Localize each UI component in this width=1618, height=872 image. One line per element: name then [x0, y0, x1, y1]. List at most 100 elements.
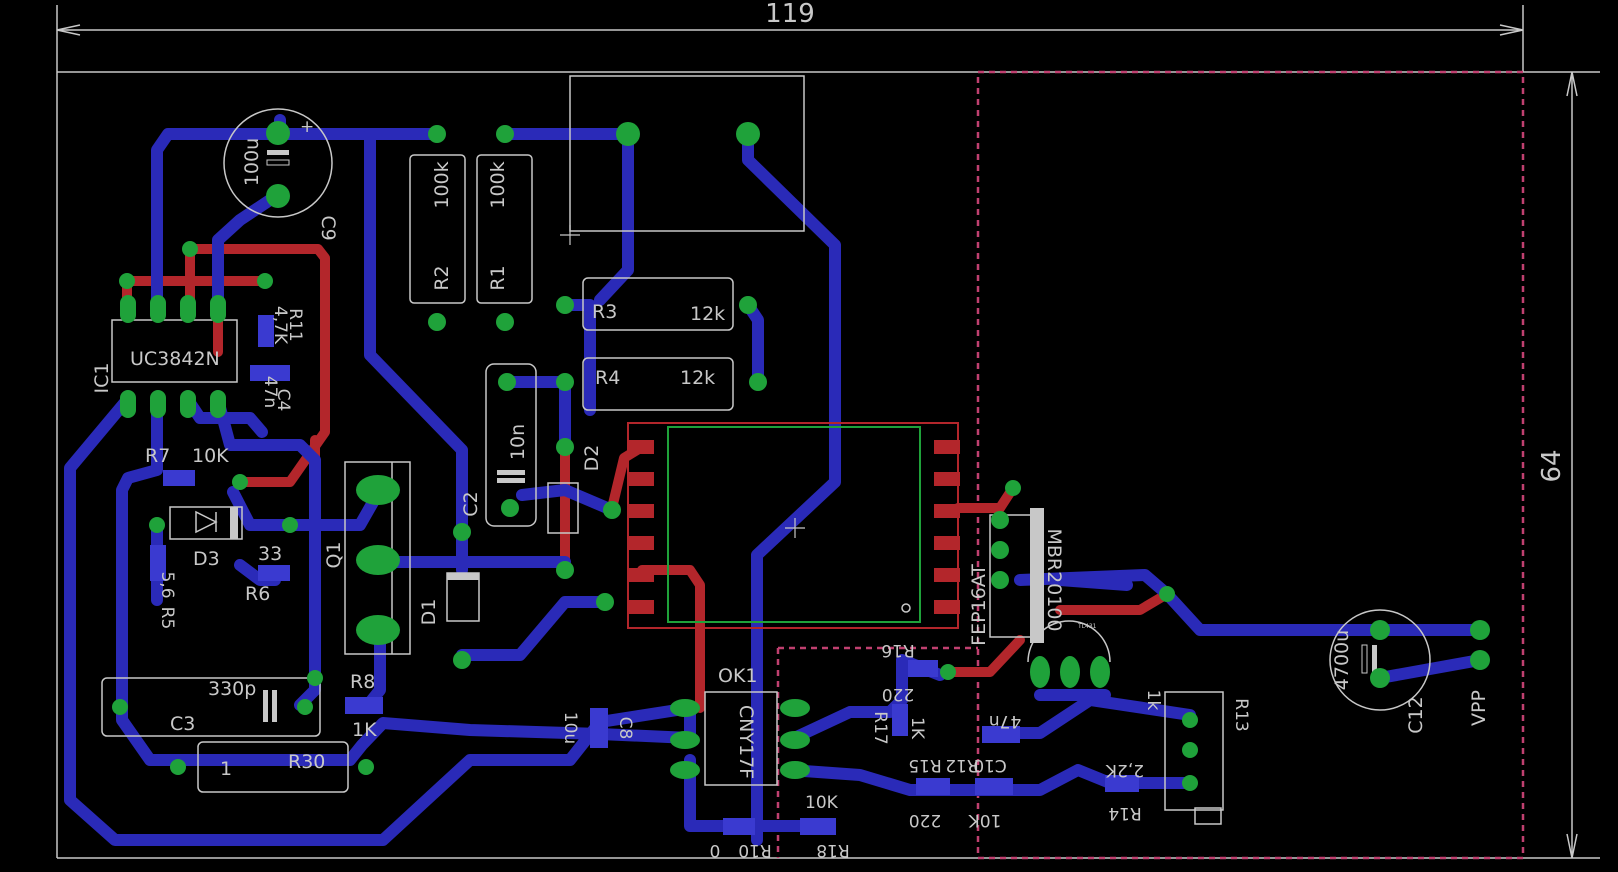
c4-label: C4 — [273, 389, 293, 412]
d3-label: D3 — [193, 548, 220, 570]
r5-label: R5 — [157, 607, 177, 630]
capacitor-c4[interactable] — [250, 365, 290, 381]
through-hole-pads — [112, 121, 1490, 791]
r2-label: R2 — [431, 265, 453, 290]
resistor-r30[interactable] — [197, 741, 349, 793]
r15-value: 220 — [909, 810, 941, 830]
ic1-label: IC1 — [91, 363, 113, 394]
capacitor-c3[interactable] — [101, 677, 321, 737]
q1-label: Q1 — [323, 541, 345, 568]
resistor-r16[interactable] — [908, 660, 938, 677]
c12-label: C12 — [1405, 696, 1427, 733]
origin-marks — [560, 225, 805, 538]
r14-label: R14 — [1108, 803, 1141, 823]
mbr-value: MBR20100 — [1043, 528, 1065, 631]
resistor-r6[interactable] — [258, 565, 290, 581]
resistor-r8[interactable] — [345, 697, 383, 714]
c2-label: C2 — [460, 491, 482, 516]
tl431-outline[interactable] — [1027, 620, 1111, 663]
width-dimension: 119 — [765, 0, 815, 29]
r14-value: 2,2K — [1105, 760, 1144, 780]
c2-value: 10n — [507, 424, 529, 460]
d1-label: D1 — [418, 599, 440, 626]
r2-value: 100k — [431, 161, 453, 208]
r17-label: R17 — [870, 711, 890, 744]
c10-label: C10 — [973, 755, 1007, 775]
r30-pin: 1 — [220, 758, 232, 780]
trimmer-r13[interactable] — [1164, 691, 1224, 811]
fep-value: FEP16AT — [968, 564, 990, 646]
resistor-r2[interactable] — [409, 154, 466, 304]
ic1-outline[interactable] — [111, 319, 238, 383]
r1-value: 100k — [487, 161, 509, 208]
c8-value: 10u — [560, 712, 580, 744]
c4-value: 47n — [260, 376, 280, 408]
r18-value: 10K — [805, 793, 839, 813]
ok1-value: CNY17F — [735, 705, 757, 779]
resistor-r7[interactable] — [163, 470, 195, 486]
transistor-q1[interactable] — [344, 461, 411, 655]
optocoupler-ok1[interactable] — [704, 691, 778, 786]
r6-value: 33 — [258, 543, 282, 565]
c9-label: C9 — [317, 215, 339, 240]
resistor-r15[interactable] — [916, 778, 950, 795]
height-dimension: 64 — [1537, 449, 1567, 482]
r8-value: 1K — [352, 719, 377, 741]
ok1-label: OK1 — [718, 665, 758, 687]
trimmer-outline — [569, 75, 805, 232]
capacitor-c12[interactable] — [1329, 609, 1431, 711]
r15-label: R15 — [908, 755, 941, 775]
keepout-region — [776, 70, 1525, 860]
capacitor-c2[interactable] — [485, 363, 537, 527]
vpp-label: VPP — [1468, 690, 1490, 726]
r12-label: R12 — [945, 755, 978, 775]
r3-value: 12k — [690, 303, 725, 325]
c12-value: 4700u — [1331, 630, 1353, 690]
c3-label: C3 — [170, 713, 195, 735]
transformer-outline[interactable] — [627, 422, 959, 629]
c3-value: 330p — [208, 678, 256, 700]
resistor-r12[interactable] — [975, 778, 1013, 795]
resistor-r14[interactable] — [1105, 775, 1139, 792]
diode-d2[interactable] — [547, 482, 579, 534]
c10-value: 47n — [989, 711, 1021, 731]
svg-text:+: + — [300, 117, 314, 137]
r13-label: R13 — [1231, 698, 1251, 731]
r6-label: R6 — [245, 583, 270, 605]
r30-label: R30 — [288, 751, 325, 773]
r11-label: R11 — [285, 308, 305, 341]
r4-value: 12k — [680, 367, 715, 389]
d2-label: D2 — [581, 445, 603, 472]
resistor-r17[interactable] — [892, 704, 908, 736]
r16-value: 220 — [882, 684, 914, 704]
r4-label: R4 — [595, 367, 620, 389]
resistor-r4[interactable] — [582, 357, 734, 411]
r12-value: 10K — [968, 810, 1002, 830]
resistor-r10[interactable] — [723, 818, 755, 835]
resistor-r11[interactable] — [258, 315, 274, 347]
r8-label: R8 — [350, 671, 375, 693]
r5-value: 5,6 — [157, 571, 177, 598]
r7-value: 10K — [192, 445, 229, 467]
resistor-r3[interactable] — [582, 277, 734, 331]
resistor-r18[interactable] — [800, 818, 836, 835]
resistor-r5[interactable] — [150, 545, 166, 581]
transformer-pads — [628, 440, 960, 614]
tl431-label: TL431 — [1077, 623, 1097, 630]
transformer-core — [667, 426, 921, 623]
r1-label: R1 — [487, 265, 509, 290]
capacitor-c8[interactable] — [590, 708, 608, 748]
r18-label: R18 — [816, 840, 849, 860]
capacitor-c9[interactable]: + — [223, 108, 333, 218]
resistor-r1[interactable] — [476, 154, 533, 304]
diode-d1[interactable] — [446, 572, 480, 622]
r11-value: 4,7K — [270, 306, 290, 345]
r10-value: 0 — [710, 840, 721, 860]
r13-value: 1k — [1143, 690, 1163, 711]
r16-label: R16 — [881, 640, 914, 660]
c9-value: 100u — [241, 138, 263, 186]
capacitor-c10[interactable] — [982, 726, 1020, 743]
r7-label: R7 — [145, 445, 170, 467]
diode-d3[interactable] — [169, 506, 243, 540]
